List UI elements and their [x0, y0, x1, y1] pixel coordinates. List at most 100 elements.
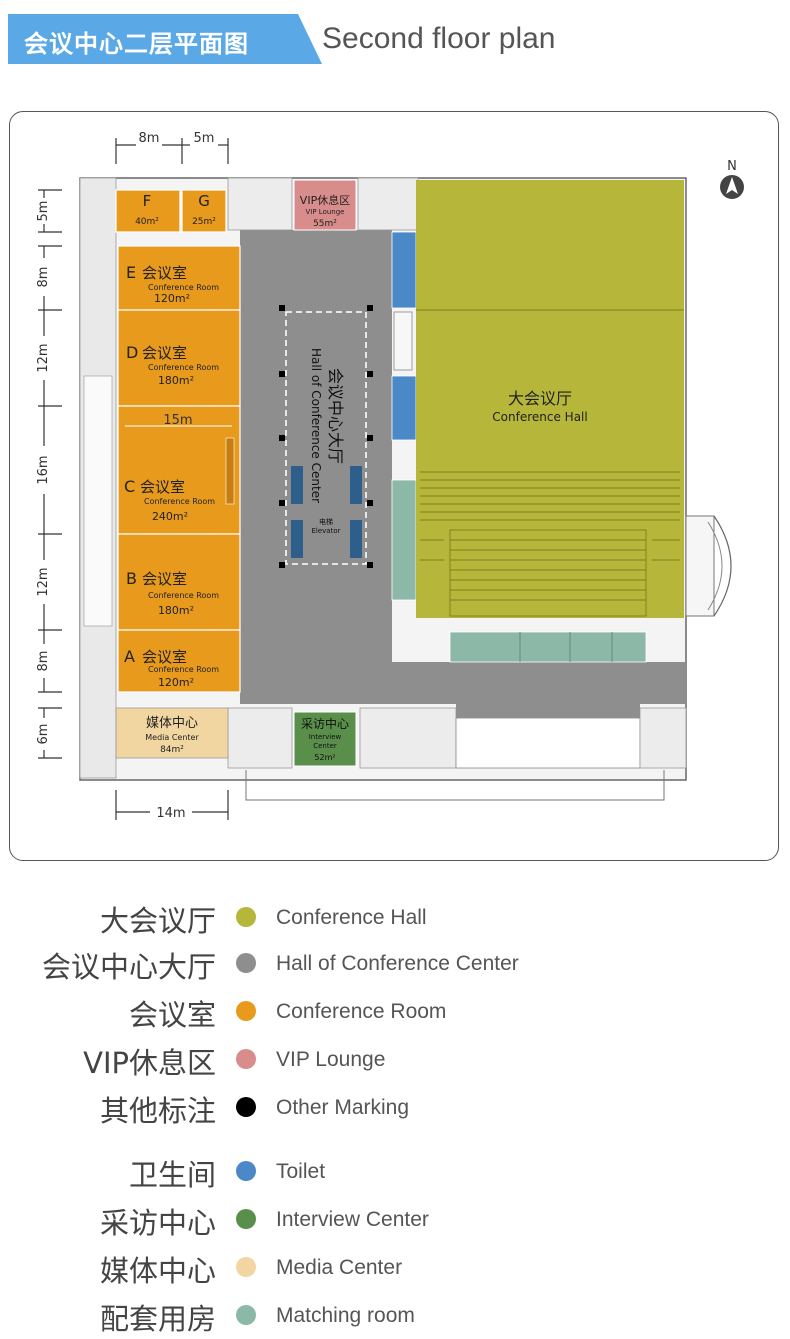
room-b-name-cn: 会议室: [142, 570, 187, 588]
vip-name-en: VIP Lounge: [306, 208, 345, 216]
legend-label-en: Toilet: [276, 1160, 326, 1183]
room-a-letter: A: [124, 647, 135, 666]
room-a-name-en: Conference Room: [148, 665, 219, 674]
vip-lounge: [293, 179, 357, 231]
stair-south-1: [227, 707, 293, 769]
elevator-escalators: [291, 466, 362, 558]
legend-label-cn: 卫生间: [128, 1158, 216, 1192]
legend-item: 采访中心 Interview Center: [0, 1200, 790, 1240]
matching-room-west: [391, 479, 417, 601]
dim-left-1: 5m: [36, 201, 51, 222]
room-b: [117, 533, 241, 631]
room-d-area: 180m²: [158, 374, 194, 387]
legend-label-en: VIP Lounge: [276, 1048, 386, 1071]
legend-label-cn: 会议室: [128, 998, 216, 1032]
matching-room-south: [449, 631, 647, 663]
lobby-name-cn: 会议中心大厅: [326, 368, 345, 464]
legend-swatch: [236, 1257, 256, 1277]
room-b-name-en: Conference Room: [148, 591, 219, 600]
room-c-name-en: Conference Room: [144, 497, 215, 506]
west-stair-strip: [83, 375, 113, 627]
elevator-name-cn: 电梯: [319, 517, 333, 526]
legend-label-en: Matching room: [276, 1304, 415, 1327]
room-c: [117, 405, 241, 535]
media-name-en: Media Center: [145, 733, 199, 742]
hall-seating: [416, 309, 684, 617]
dim-left-4: 16m: [36, 455, 51, 484]
south-terrace: [455, 717, 641, 769]
legend-item: 媒体中心 Media Center: [0, 1248, 790, 1288]
legend-swatch: [236, 907, 256, 927]
room-c-letter: C: [124, 477, 135, 496]
interview-name-cn: 采访中心: [301, 716, 349, 731]
legend-swatch: [236, 1209, 256, 1229]
dim-left-5: 12m: [36, 567, 51, 596]
legend-label-cn: 会议中心大厅: [41, 950, 216, 984]
legend-label-cn: 其他标注: [99, 1094, 216, 1128]
lobby-void-outline: [285, 311, 367, 565]
room-d: [117, 309, 241, 407]
dim-left-7: 6m: [36, 724, 51, 745]
legend-swatch: [236, 1305, 256, 1325]
east-entry: [685, 515, 715, 617]
page-title-cn: 会议中心二层平面图: [24, 30, 249, 58]
legend-label-en: Conference Room: [276, 1000, 447, 1023]
toilet-2: [391, 375, 417, 441]
legend-label-en: Conference Hall: [276, 906, 427, 929]
legend-swatch: [236, 1001, 256, 1021]
service-core: [393, 311, 413, 371]
dim-top-1: 8m: [139, 131, 160, 146]
legend-label-cn: VIP休息区: [83, 1046, 216, 1080]
room-g: [181, 189, 227, 233]
stair-south-2: [359, 707, 457, 769]
room-b-area: 180m²: [158, 604, 194, 617]
room-g-letter: G: [198, 192, 210, 210]
floor-plan: N 8m 5m 14m 15m 5m 8m 12m 16m 12m 8m 6m …: [36, 131, 744, 821]
compass-arrow-icon: [726, 177, 738, 194]
interview-area: 52m²: [314, 753, 335, 762]
media-name-cn: 媒体中心: [146, 716, 198, 731]
room-b-letter: B: [126, 569, 137, 588]
legend-label-en: Interview Center: [276, 1208, 429, 1231]
legend-label-en: Media Center: [276, 1256, 403, 1279]
legend-item: 会议室 Conference Room: [0, 992, 790, 1032]
room-f: [115, 189, 181, 233]
room-c-area: 240m²: [152, 510, 188, 523]
east-stair-curve: [713, 515, 732, 617]
dim-left-2: 8m: [36, 267, 51, 288]
hall-name-en: Conference Hall: [492, 410, 587, 424]
legend-label-cn: 大会议厅: [99, 904, 216, 938]
east-stair-curve-inner: [707, 521, 723, 611]
matching-room-dividers: [519, 632, 613, 662]
room-e-area: 120m²: [154, 292, 190, 305]
media-center: [115, 707, 229, 759]
room-c-name-cn: 会议室: [140, 478, 185, 496]
room-e-letter: E: [126, 263, 136, 282]
columns: [279, 305, 373, 568]
legend-item: 配套用房 Matching room: [0, 1296, 790, 1336]
legend-item: VIP休息区 VIP Lounge: [0, 1040, 790, 1080]
room-d-name-en: Conference Room: [148, 363, 219, 372]
room-e: [117, 245, 241, 311]
stair-south-3: [639, 707, 687, 769]
legend-label-en: Other Marking: [276, 1096, 410, 1119]
title-tab: [8, 14, 322, 64]
legend-swatch: [236, 1097, 256, 1117]
lobby-area: [240, 230, 686, 718]
dim-room-c-width: 15m: [163, 413, 192, 428]
legend-item: 会议中心大厅 Hall of Conference Center: [0, 944, 790, 984]
room-e-name-cn: 会议室: [142, 264, 187, 282]
room-f-letter: F: [143, 192, 152, 210]
legend-swatch: [236, 1049, 256, 1069]
south-canopy: [245, 770, 665, 801]
legend-label-cn: 媒体中心: [99, 1254, 216, 1288]
room-e-name-en: Conference Room: [148, 283, 219, 292]
interview-name-en-1: Interview: [309, 733, 342, 741]
room-f-area: 40m²: [135, 217, 159, 227]
room-d-letter: D: [126, 343, 138, 362]
dimension-lines: [38, 138, 229, 820]
legend-label-en: Hall of Conference Center: [276, 952, 519, 975]
legend-item: 大会议厅 Conference Hall: [0, 898, 790, 938]
legend-item: 其他标注 Other Marking: [0, 1088, 790, 1128]
vip-area: 55m²: [313, 219, 337, 229]
